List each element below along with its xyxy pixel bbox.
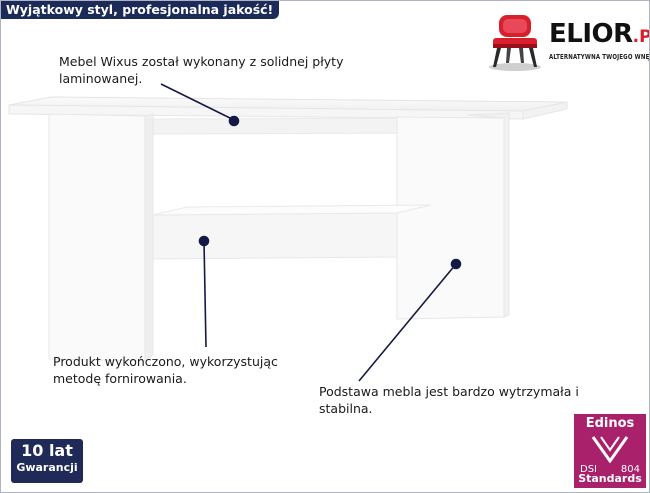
edinos-brand: Edinos [585,416,635,431]
marker-top [228,115,240,127]
marker-leg [450,258,462,270]
annotation-base: Podstawa mebla jest bardzo wytrzymała i … [319,384,579,416]
edinos-standards: Standards [578,472,642,485]
desk-left-leg [48,113,146,362]
warranty-badge: 10 lat Gwarancji [11,439,83,483]
warranty-label: Gwarancji [16,461,78,474]
edinos-dsi: DSI [580,464,597,475]
edinos-standards-badge: Edinos DSI 804 Standards [574,414,646,488]
desk-stretcher [152,212,398,260]
annotation-finish: Produkt wykończono, wykorzystując metodę… [53,354,278,386]
edinos-number: 804 [620,464,640,475]
header-title: Wyjątkowy styl, profesjonalna jakość! [1,1,280,19]
logo-tagline: ALTERNATYWNA TWOJEGO WNĘTRZA [549,53,650,61]
warranty-years: 10 lat [21,441,73,460]
elior-logo[interactable]: ELIOR.PL ALTERNATYWNA TWOJEGO WNĘTRZA [483,9,650,75]
annotation-material: Mebel Wixus został wykonany z solidnej p… [59,54,344,86]
desk-right-leg [396,116,505,320]
check-mark-icon [591,436,629,463]
marker-stretcher [198,235,210,247]
logo-wordmark: ELIOR.PL [549,19,649,49]
red-chair-icon [489,15,541,71]
